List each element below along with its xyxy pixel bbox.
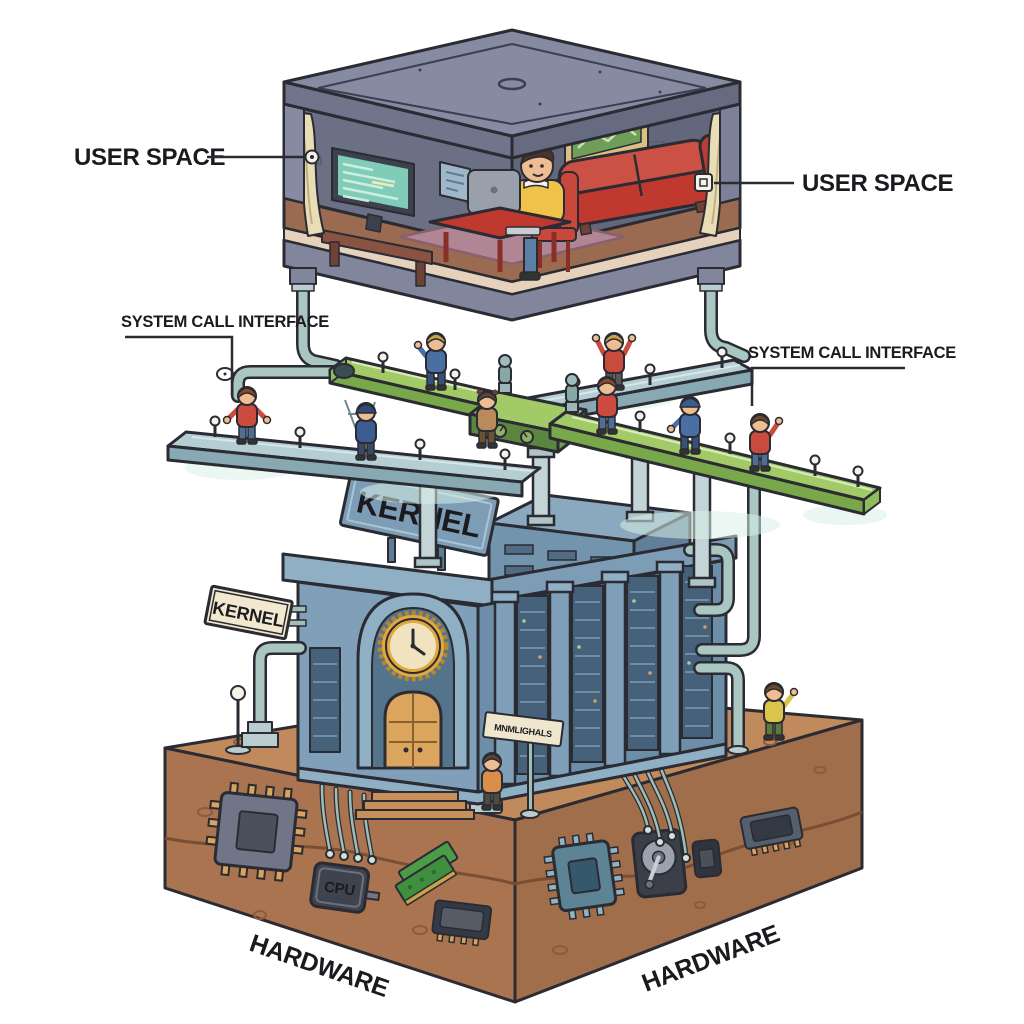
ground-person-waving <box>763 682 799 741</box>
walkway-person-red-4 <box>749 413 784 472</box>
ground-person-orange <box>481 752 503 811</box>
ram-modules <box>394 840 459 906</box>
kernel-pipes-right <box>683 465 761 755</box>
shell-edge-left <box>283 103 305 204</box>
kernel-pipe-left <box>241 641 307 748</box>
leader-square-core <box>699 178 708 187</box>
walkway-blue-left <box>166 399 542 498</box>
hardware-layer: CPU <box>163 685 864 1004</box>
walkway-person-blue-1 <box>413 332 447 391</box>
label-system-call-interface-left: SYSTEM CALL INTERFACE <box>121 313 330 396</box>
walkway-person-red-3 <box>596 376 618 435</box>
building-plinth <box>296 742 728 806</box>
leader-line <box>125 335 234 396</box>
roof-top <box>282 28 742 138</box>
roof-specks <box>418 68 662 106</box>
syscall-right-text: SYSTEM CALL INTERFACE <box>748 344 956 362</box>
left-window-racks <box>313 663 337 737</box>
roof-inset-line <box>317 42 707 126</box>
chip-teal <box>543 832 626 921</box>
user-space-layer <box>282 28 742 322</box>
cpu-chip-label: CPU <box>323 878 356 899</box>
label-user-space-right: USER SPACE <box>694 170 954 197</box>
portal-clock <box>377 610 449 682</box>
chip-tiny <box>691 838 723 879</box>
desk-scene <box>428 147 579 281</box>
kernel-side-sign: KERNEL <box>203 584 307 641</box>
syscall-left-text: SYSTEM CALL INTERFACE <box>121 313 329 331</box>
shell-edge-right <box>719 103 741 204</box>
label-system-call-interface-right: SYSTEM CALL INTERFACE <box>748 344 957 406</box>
kernel-layer: KERNEL KERNEL MNMLIGHALS <box>203 384 799 820</box>
walkway-person-blue-2 <box>666 396 701 455</box>
walkway-person-red-2 <box>591 332 637 391</box>
leader-line <box>750 366 905 406</box>
microchip <box>205 781 308 882</box>
cpu-chip: CPU <box>309 861 381 914</box>
entry-steps <box>355 791 475 820</box>
room-foot-pad <box>699 283 723 292</box>
desk-computer <box>428 169 572 272</box>
user-space-right-text: USER SPACE <box>802 170 954 197</box>
chip-pinned <box>739 806 804 857</box>
chip-small <box>431 899 493 947</box>
room-foot-left <box>289 267 317 285</box>
wall-monitor <box>321 147 433 287</box>
small-wall-frame <box>439 161 471 203</box>
walkway-green-left <box>328 356 522 425</box>
walkway-statue <box>498 354 512 394</box>
walkway-person-cap <box>355 402 377 461</box>
room-to-walkway-pipes <box>231 277 751 403</box>
room-foot-pad <box>291 283 315 292</box>
kernel-door <box>383 690 443 770</box>
room-foot-right <box>697 267 725 285</box>
roof-vent <box>497 77 527 91</box>
leader-square <box>694 173 713 192</box>
walkway-green-right <box>548 410 882 516</box>
system-call-interface-layer <box>166 277 887 539</box>
walkway-statue <box>565 373 579 413</box>
kernel-post-sign: MNMLIGHALS <box>482 711 565 819</box>
user-space-left-text: USER SPACE <box>74 144 226 171</box>
walkway-person-tan <box>476 389 498 449</box>
leader-dot-core <box>310 155 314 159</box>
label-user-space-left: USER SPACE <box>74 144 320 171</box>
floor-rim <box>283 227 741 295</box>
